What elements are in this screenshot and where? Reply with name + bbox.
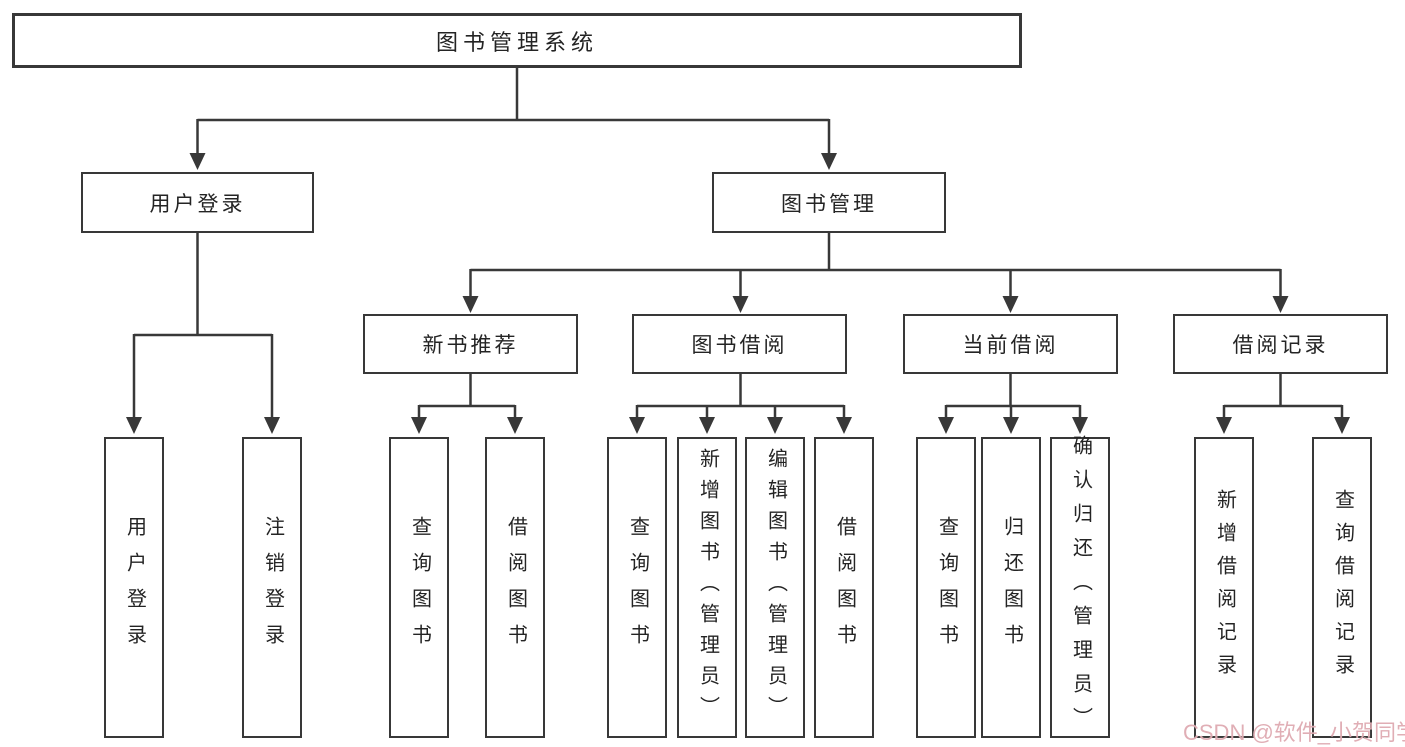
node-label: 归还图书 [1000, 515, 1023, 660]
node-label: 用户登录 [123, 515, 146, 660]
node-book-management: 图书管理 [712, 172, 946, 233]
leaf-logout-login: 注销登录 [242, 437, 302, 738]
leaf-return-books: 归还图书 [981, 437, 1041, 738]
leaf-borrow-books-recommend: 借阅图书 [485, 437, 545, 738]
leaf-query-books-recommend: 查询图书 [389, 437, 449, 738]
node-current-borrowing: 当前借阅 [903, 314, 1118, 374]
leaf-query-borrow-record: 查询借阅记录 [1312, 437, 1372, 738]
leaf-add-borrow-record: 新增借阅记录 [1194, 437, 1254, 738]
node-label: 用户登录 [149, 192, 246, 216]
node-book-borrowing: 图书借阅 [632, 314, 847, 374]
node-label: 图书管理系统 [435, 29, 598, 55]
node-library-management-system: 图书管理系统 [12, 13, 1022, 68]
node-label: 新增图书（管理员） [696, 448, 719, 727]
leaf-borrow-books: 借阅图书 [814, 437, 874, 738]
node-label: 确认归还（管理员） [1069, 434, 1092, 741]
node-label: 新增借阅记录 [1213, 488, 1236, 687]
node-label: 查询图书 [935, 515, 958, 660]
leaf-confirm-return-admin: 确认归还（管理员） [1050, 434, 1110, 741]
leaf-add-book-admin: 新增图书（管理员） [677, 437, 737, 738]
connector-segments [132, 66, 1344, 421]
node-label: 当前借阅 [962, 334, 1059, 357]
node-label: 编辑图书（管理员） [764, 448, 787, 727]
csdn-watermark: CSDN @软件_小贺同学 [1183, 720, 1405, 745]
node-borrowing-records: 借阅记录 [1173, 314, 1388, 374]
node-label: 新书推荐 [422, 334, 519, 357]
leaf-query-books-current: 查询图书 [916, 437, 976, 738]
node-label: 借阅记录 [1232, 334, 1329, 357]
node-label: 图书借阅 [691, 334, 788, 357]
leaf-query-books-borrow: 查询图书 [607, 437, 667, 738]
node-label: 查询图书 [626, 515, 649, 660]
node-label: 注销登录 [261, 515, 284, 660]
leaf-user-login: 用户登录 [104, 437, 164, 738]
node-label: 查询借阅记录 [1331, 488, 1354, 687]
node-label: 借阅图书 [833, 515, 856, 660]
node-user-login-branch: 用户登录 [81, 172, 314, 233]
node-new-book-recommendation: 新书推荐 [363, 314, 578, 374]
node-label: 借阅图书 [504, 515, 527, 660]
node-label: 图书管理 [781, 192, 877, 216]
leaf-edit-book-admin: 编辑图书（管理员） [745, 437, 805, 738]
node-label: 查询图书 [408, 515, 431, 660]
